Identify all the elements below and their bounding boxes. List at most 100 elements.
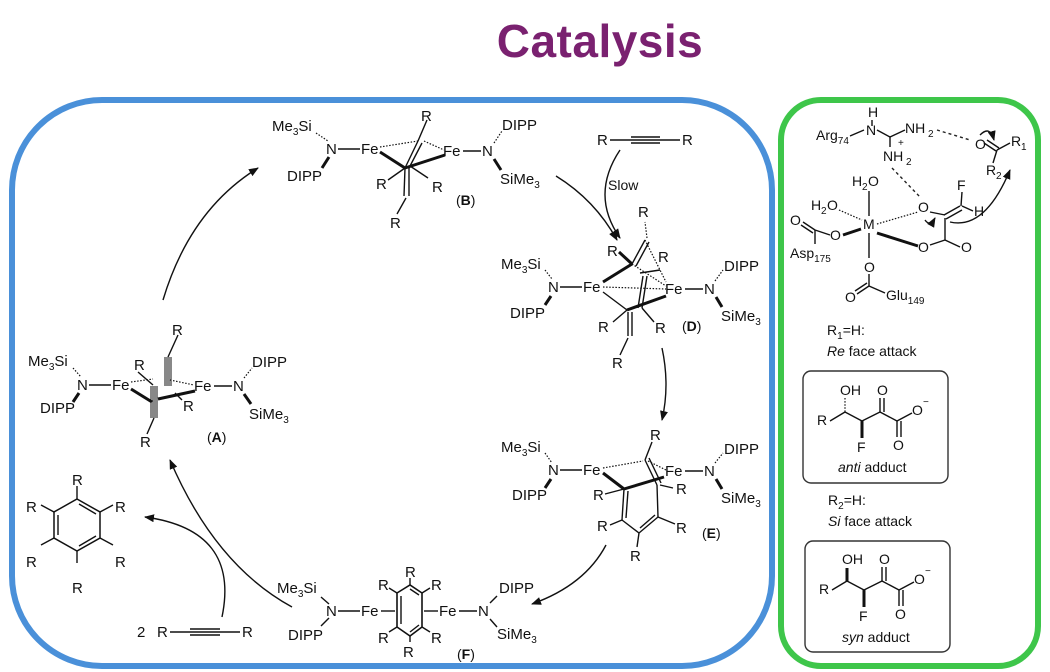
r-group: R [72,472,83,489]
arrow-f-to-a [169,459,293,608]
sime3-text: SiMe3 [500,171,540,191]
label-b: (B) [456,192,475,208]
me3si-text: Me3Si [28,353,68,373]
r-group: R [638,204,649,221]
dipp-text: DIPP [288,627,323,644]
r-group: R [676,481,687,498]
dipp-text: DIPP [510,305,545,322]
r-group: R [817,412,827,428]
alkyne-coefficient: 2 [137,624,145,641]
r-group: R [421,108,432,125]
svg-text:+: + [898,138,904,149]
re-face-label: Re face attack [827,343,917,359]
arrow-a-to-b [162,167,259,301]
r-group: R [630,548,641,565]
svg-text:O: O [827,197,838,213]
svg-text:R: R [986,162,996,178]
dipp-text: DIPP [40,400,75,417]
svg-text:O: O [830,227,841,243]
r-group: R [431,630,442,647]
me3si-text: Me3Si [501,256,541,276]
svg-text:O: O [790,212,801,228]
catalytic-cycle-panel [9,97,775,669]
fe-atom: Fe [439,603,457,620]
complex-d: Me3Si N Fe DIPP R R R R R R Fe N DIPP [501,204,761,372]
n-atom: N [326,603,337,620]
dipp-text: DIPP [287,168,322,185]
sime3-text: SiMe3 [497,626,537,646]
r-group: R [607,243,618,260]
r-group: R [376,176,387,193]
svg-text:F: F [957,177,966,193]
si-face-label: Si face attack [828,513,913,529]
svg-text:F: F [859,608,868,624]
fe-atom: Fe [361,603,379,620]
alkyne-input: 2 R R [137,514,253,641]
r-group: R [597,518,608,535]
r-group: R [134,357,145,374]
svg-text:O: O [877,382,888,398]
svg-text:F: F [857,439,866,455]
glu-residue: Glu149 [886,287,925,307]
label-f: (F) [457,646,475,662]
me3si-text: Me3Si [277,580,317,600]
n-atom: N [482,143,493,160]
r2-condition: R2=H: [828,492,866,512]
arrow-b-to-d [555,175,618,241]
svg-text:O: O [918,239,929,255]
svg-text:−: − [925,566,931,577]
svg-text:2: 2 [821,206,827,217]
fe-atom: Fe [443,143,461,160]
n-atom: N [233,378,244,395]
complex-f: Me3Si N Fe DIPP R R R R R R Fe N DIPP Si… [277,564,537,662]
svg-text:2: 2 [906,157,912,168]
r-group: R [115,554,126,571]
dipp-text: DIPP [502,117,537,134]
label-d: (D) [682,318,701,334]
svg-text:R: R [1011,133,1021,149]
n-atom: N [704,463,715,480]
svg-text:H: H [974,203,984,219]
svg-text:1: 1 [1021,142,1027,153]
fe-atom: Fe [665,463,683,480]
dipp-text: DIPP [512,487,547,504]
r-group: R [405,564,416,581]
arg-residue: Arg74 [816,127,849,147]
r-group: R [403,644,414,661]
fe-atom: Fe [194,378,212,395]
r-group: R [597,132,608,149]
enzyme-mechanism-panel [778,97,1041,669]
svg-text:2: 2 [928,129,934,140]
label-a: (A) [207,429,226,445]
r-group: R [432,179,443,196]
dipp-text: DIPP [499,580,534,597]
benzene-product: R R R R R R [26,472,126,597]
svg-text:NH: NH [905,120,925,136]
svg-text:−: − [923,397,929,408]
r1-condition: R1=H: [827,322,865,342]
svg-text:O: O [868,173,879,189]
svg-text:NH: NH [883,148,903,164]
svg-text:O: O [895,606,906,622]
fe-atom: Fe [361,141,379,158]
svg-text:O: O [914,571,925,587]
n-atom: N [548,462,559,479]
anti-adduct-box [802,370,949,484]
n-atom: N [478,603,489,620]
slow-label: Slow [608,177,639,193]
dipp-text: DIPP [724,441,759,458]
svg-text:O: O [961,239,972,255]
r-group: R [655,320,666,337]
r-group: R [819,581,829,597]
syn-adduct-box [804,540,951,653]
page-title: Catalysis [496,15,704,67]
svg-text:O: O [918,199,929,215]
r-group: R [140,434,151,451]
sime3-text: SiMe3 [721,490,761,510]
complex-e: Me3Si N Fe DIPP R R R R R R Fe N DIPP [501,427,761,565]
r-group: R [172,322,183,339]
arrow-to-benzene [144,514,226,618]
r-group: R [658,249,669,266]
r-group: R [26,499,37,516]
r-group: R [593,487,604,504]
